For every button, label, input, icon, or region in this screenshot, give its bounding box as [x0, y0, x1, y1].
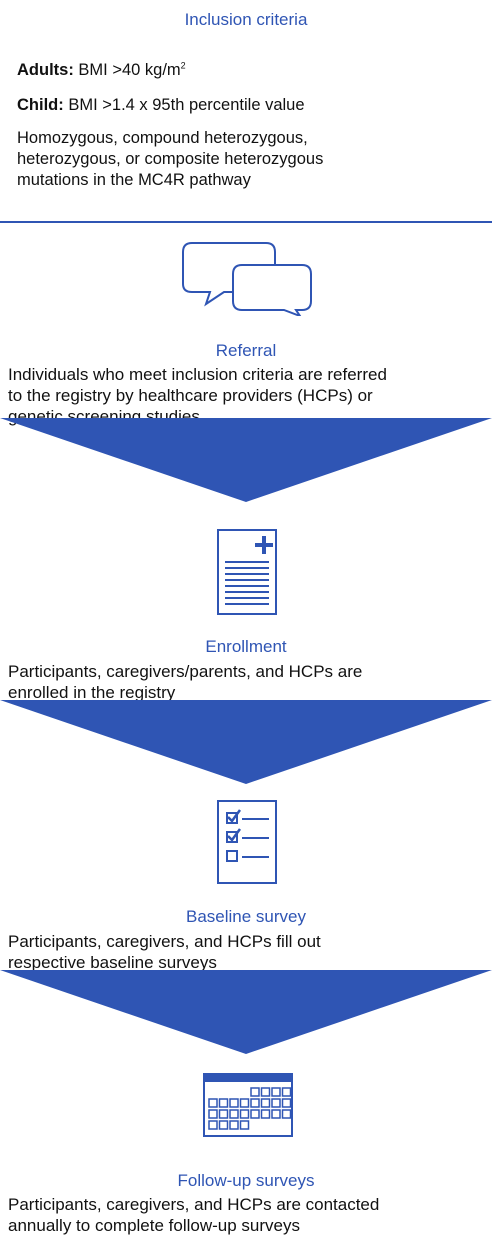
calendar-day-cell: [208, 1109, 218, 1119]
calendar-day-cell: [281, 1109, 292, 1119]
calendar-day-cell: [218, 1098, 229, 1108]
enrollment-line: Participants, caregivers/parents, and HC…: [8, 662, 363, 681]
follow-up-surveys-description: Participants, caregivers, and HCPs are c…: [8, 1194, 492, 1236]
calendar-day-cell: [218, 1120, 229, 1130]
baseline-survey-line: respective baseline surveys: [8, 953, 217, 972]
calendar-day-cell: [218, 1109, 229, 1119]
calendar-day-cell: [208, 1120, 218, 1130]
calendar-day-cell: [271, 1098, 281, 1108]
calendar-day-cell: [250, 1087, 260, 1097]
mutations-line: mutations in the MC4R pathway: [17, 171, 251, 189]
calendar-day-cell: [260, 1109, 271, 1119]
calendar-day-cell: [239, 1120, 250, 1130]
calendar-day-cell: [239, 1109, 250, 1119]
follow-up-surveys-line: Participants, caregivers, and HCPs are c…: [8, 1195, 380, 1214]
checklist-icon: [217, 800, 277, 884]
child-label: Child:: [17, 96, 64, 114]
section-divider: [0, 221, 492, 223]
flow-arrow: [0, 418, 492, 502]
adults-label: Adults:: [17, 61, 74, 79]
calendar-day-cell: [281, 1087, 292, 1097]
referral-line: to the registry by healthcare providers …: [8, 386, 373, 405]
adults-criterion: Adults: BMI >40 kg/m2: [17, 60, 487, 81]
calendar-day-cell: [229, 1098, 239, 1108]
calendar-day-cell: [260, 1087, 271, 1097]
flow-arrow: [0, 970, 492, 1054]
calendar-day-cell: [281, 1098, 292, 1108]
document-plus-icon: [217, 529, 277, 615]
calendar-day-cell: [208, 1098, 218, 1108]
referral-line: Individuals who meet inclusion criteria …: [8, 365, 387, 384]
baseline-survey-line: Participants, caregivers, and HCPs fill …: [8, 932, 321, 951]
enrollment-line: enrolled in the registry: [8, 683, 176, 702]
baseline-survey-title: Baseline survey: [185, 907, 306, 926]
referral-title: Referral: [215, 341, 277, 360]
adults-bmi-superscript: 2: [180, 60, 186, 71]
enrollment-description: Participants, caregivers/parents, and HC…: [8, 661, 492, 703]
calendar-day-cell: [239, 1098, 250, 1108]
calendar-day-cell: [229, 1109, 239, 1119]
mutations-line: Homozygous, compound heterozygous,: [17, 129, 308, 147]
enrollment-title: Enrollment: [205, 637, 287, 656]
adults-bmi-text: BMI >40 kg/m: [78, 61, 181, 79]
child-bmi-text: BMI >1.4 x 95th percentile value: [68, 96, 305, 114]
calendar-day-cell: [271, 1109, 281, 1119]
calendar-day-cell: [229, 1120, 239, 1130]
child-criterion: Child: BMI >1.4 x 95th percentile value: [17, 95, 487, 116]
flow-arrow: [0, 700, 492, 784]
follow-up-surveys-line: annually to complete follow-up surveys: [8, 1216, 300, 1235]
mutations-line: heterozygous, or composite heterozygous: [17, 150, 324, 168]
speech-bubbles-icon: [182, 242, 312, 316]
baseline-survey-description: Participants, caregivers, and HCPs fill …: [8, 931, 492, 973]
calendar-day-cell: [260, 1098, 271, 1108]
mutations-criterion: Homozygous, compound heterozygous, heter…: [17, 128, 487, 191]
calendar-icon: [203, 1073, 293, 1137]
inclusion-criteria-title: Inclusion criteria: [184, 10, 308, 29]
follow-up-surveys-title: Follow-up surveys: [177, 1171, 315, 1190]
calendar-day-cell: [271, 1087, 281, 1097]
calendar-day-cell: [250, 1098, 260, 1108]
calendar-day-cell: [250, 1109, 260, 1119]
